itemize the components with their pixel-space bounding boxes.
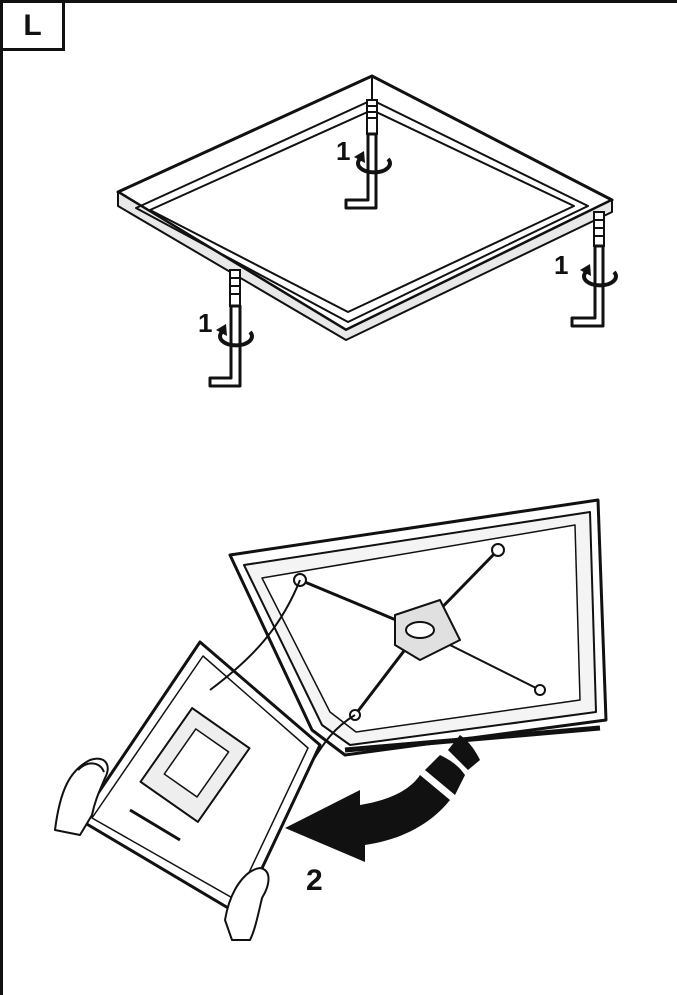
move-arrow-icon: [285, 735, 480, 862]
allen-key-icon: [344, 132, 378, 210]
step-1-label-b: 1: [554, 250, 568, 280]
glass-panel: [78, 640, 322, 917]
allen-key-icon: [208, 304, 242, 388]
step-1-label-c: 1: [198, 308, 212, 338]
screw-icon: [366, 99, 378, 135]
allen-key-icon: [570, 244, 605, 328]
hob-frame-underside: [228, 498, 608, 757]
step-1-label-a: 1: [336, 136, 350, 166]
left-hand: [54, 757, 109, 836]
connecting-cable: [209, 579, 356, 766]
step-2-label: 2: [306, 864, 323, 897]
panel-label-box: L: [3, 3, 65, 51]
screw-icon: [229, 269, 241, 307]
panel-label: L: [23, 8, 42, 42]
screw-icon: [593, 211, 605, 247]
right-hand: [224, 867, 270, 941]
